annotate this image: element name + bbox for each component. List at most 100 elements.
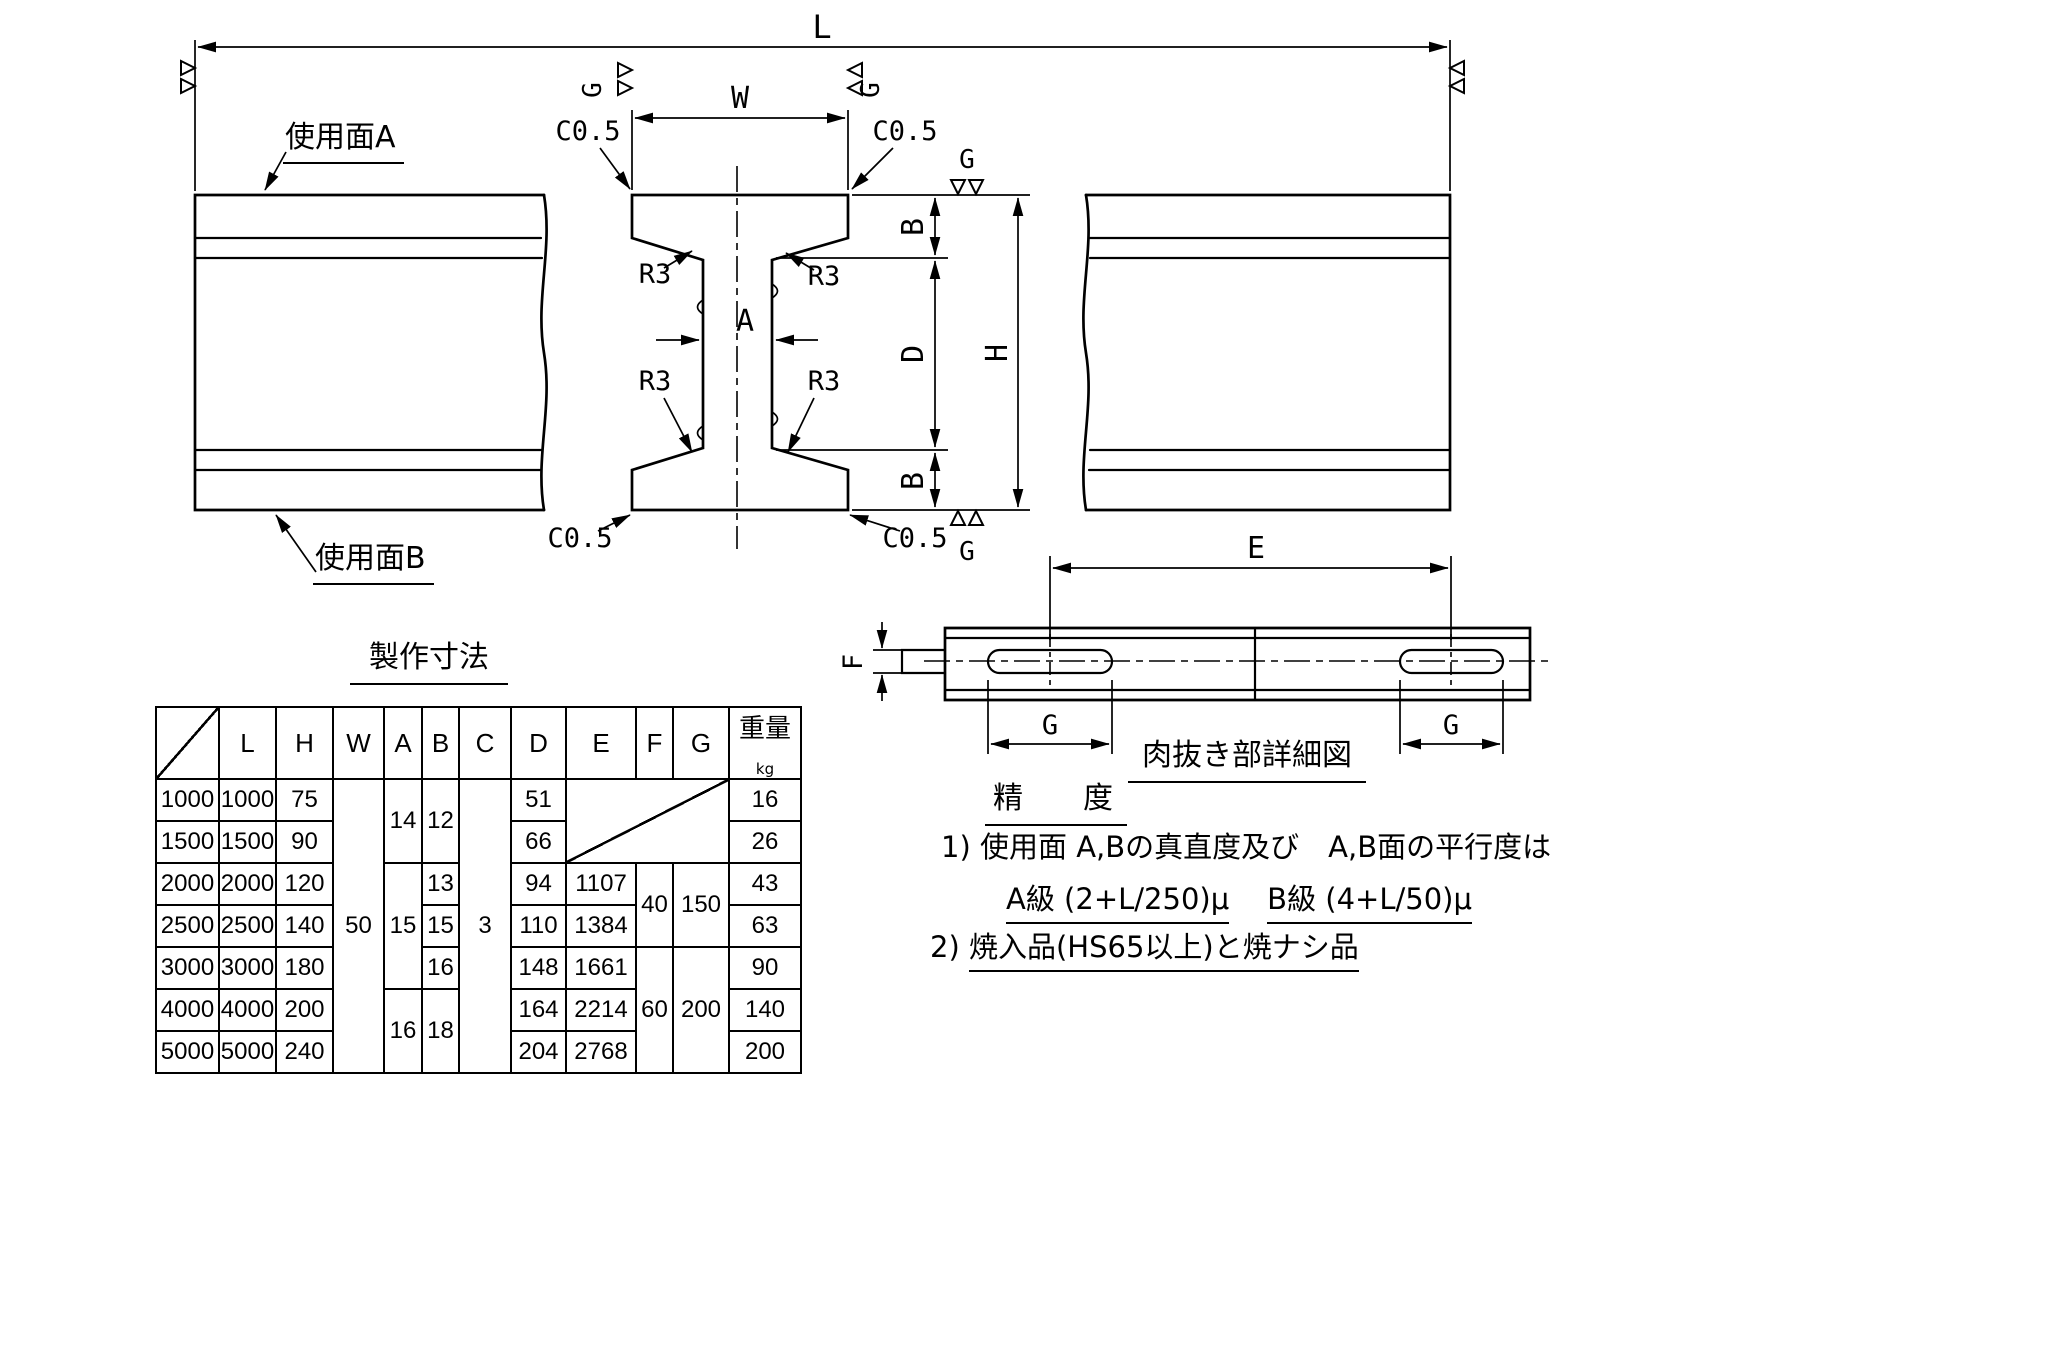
row-2000: 2000 2000 120 15 13 94 1107 40 150 43	[155, 862, 802, 991]
detail-title: 肉抜き部詳細図	[1128, 730, 1366, 783]
leader	[851, 147, 894, 190]
leader	[787, 397, 815, 453]
break-line	[1082, 193, 1090, 512]
header-f: F	[635, 705, 674, 781]
cell-c: 3	[458, 778, 512, 1075]
cell-b: 15	[421, 904, 460, 949]
cell-size: 2500	[155, 904, 220, 949]
finish-triangles-icon	[949, 508, 985, 526]
width-dimension: W	[631, 81, 849, 190]
leader	[597, 514, 631, 532]
note-2-prefix: 2)	[930, 930, 969, 964]
header-corner	[155, 705, 220, 781]
fillet-callouts: R3 R3 R3 R3	[639, 250, 841, 453]
cell-size: 4000	[155, 988, 220, 1033]
cell-e: 1661	[565, 946, 637, 991]
cell-b: 13	[421, 862, 460, 907]
flange-lines	[193, 236, 544, 472]
cell-l: 1500	[218, 820, 277, 865]
weight-label: 重量	[738, 714, 791, 744]
radius-label: R3	[808, 261, 841, 292]
cell-weight: 16	[728, 778, 802, 823]
header-h: H	[275, 705, 334, 781]
finish-triangles-icon	[845, 61, 863, 97]
accuracy-title: 精 度	[985, 773, 1127, 826]
cell-d: 204	[510, 1030, 567, 1075]
section-finish-marks: G G G G	[578, 61, 985, 567]
header-weight: 重量 kg	[728, 705, 802, 781]
row-1000: 1000 1000 75 50 14 12 3 51 16	[155, 778, 802, 1075]
header-g: G	[672, 705, 730, 781]
extension-lines	[776, 194, 1030, 511]
web-thickness-dimension: A	[656, 304, 818, 346]
leader	[663, 397, 693, 453]
dim-label-B-top: B	[896, 218, 931, 236]
cell-h: 75	[275, 778, 334, 823]
chamfer-label: C0.5	[547, 523, 612, 554]
slot-center-lines	[1049, 634, 1452, 688]
dim-label-E: E	[1247, 531, 1265, 566]
cell-d: 66	[510, 820, 567, 865]
row-1500: 1500 1500 90 66 26	[155, 820, 802, 865]
cell-l: 4000	[218, 988, 277, 1033]
cell-a: 15	[383, 862, 423, 991]
cell-size: 5000	[155, 1030, 220, 1075]
header-w: W	[332, 705, 385, 781]
end-finish-triangles-icon	[180, 59, 1465, 95]
radius-label: R3	[808, 366, 841, 397]
dim-label-H: H	[980, 344, 1015, 362]
dim-label-G-left: G	[1042, 710, 1058, 741]
header-d: D	[510, 705, 567, 781]
chamfer-callouts: C0.5 C0.5 C0.5 C0.5	[547, 116, 947, 554]
header-a: A	[383, 705, 423, 781]
note-2: 2) 焼入品(HS65以上)と焼ナシ品	[930, 924, 1359, 972]
cell-w: 50	[332, 778, 385, 1075]
cell-h: 200	[275, 988, 334, 1033]
header-row: L H W A B C D E F G 重量kg	[155, 705, 802, 781]
cell-h: 180	[275, 946, 334, 991]
row-5000: 5000 5000 240 204 2768 200	[155, 1030, 802, 1075]
cell-weight: 43	[728, 862, 802, 907]
tongue	[900, 648, 947, 675]
chamfer-label: C0.5	[555, 116, 620, 147]
cell-size: 2000	[155, 862, 220, 907]
finish-label-G: G	[856, 82, 886, 98]
break-line	[540, 193, 548, 512]
flange-lines	[1087, 236, 1452, 472]
header-b: B	[421, 705, 460, 781]
right-side-view	[1082, 193, 1452, 512]
cell-g: 200	[672, 946, 730, 1075]
weight-unit: kg	[755, 760, 775, 779]
bar-outline	[943, 626, 1532, 702]
cell-a: 16	[383, 988, 423, 1075]
cell-g: 150	[672, 862, 730, 949]
leader	[599, 147, 631, 190]
header-c: C	[458, 705, 512, 781]
cell-e: 1107	[565, 862, 637, 907]
surface-a-label: 使用面A	[283, 112, 404, 164]
cell-d: 51	[510, 778, 567, 823]
cell-weight: 200	[728, 1030, 802, 1075]
overall-length-dimension: L	[180, 8, 1465, 191]
surface-squiggles	[696, 283, 779, 441]
chamfer-label: C0.5	[872, 116, 937, 147]
leader	[785, 252, 815, 271]
cell-h: 90	[275, 820, 334, 865]
surface-b-leader	[275, 514, 317, 573]
G-extension-lines	[987, 680, 1504, 754]
cell-l: 5000	[218, 1030, 277, 1075]
finish-label-G: G	[578, 82, 608, 98]
F-extension-lines	[873, 649, 902, 674]
section-outline	[630, 193, 850, 512]
class-b-spec: B級 (4+L/50)μ	[1267, 882, 1472, 924]
finish-triangles-icon	[949, 179, 985, 197]
cell-h: 240	[275, 1030, 334, 1075]
cell-d: 164	[510, 988, 567, 1033]
cell-weight: 90	[728, 946, 802, 991]
cell-l: 1000	[218, 778, 277, 823]
row-4000: 4000 4000 200 16 18 164 2214 140	[155, 988, 802, 1075]
cell-b: 16	[421, 946, 460, 991]
cell-l: 3000	[218, 946, 277, 991]
header-e: E	[565, 705, 637, 781]
